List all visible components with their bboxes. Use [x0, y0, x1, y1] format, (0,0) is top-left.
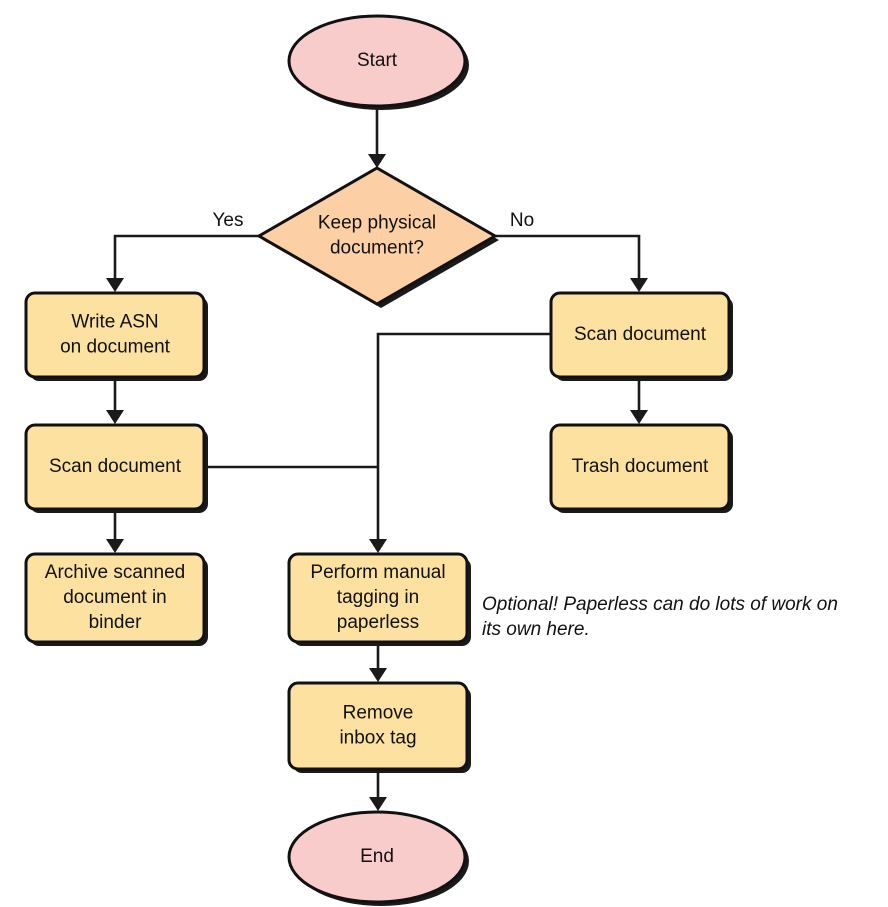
node-label-write-asn: Write ASN: [71, 312, 158, 333]
annotation-optional-note: Optional! Paperless can do lots of work …: [482, 594, 838, 615]
arrowhead-scan-left-to-archive: [106, 539, 124, 553]
flow-node-write-asn[interactable]: Write ASN on document: [24, 291, 206, 379]
node-label-archive-binder: document in: [63, 587, 167, 608]
node-shape-ellipse: [287, 810, 467, 904]
flow-node-manual-tagging[interactable]: Perform manual tagging in paperless: [287, 552, 469, 644]
node-label-archive-binder: binder: [89, 612, 142, 633]
node-shape-rect: [24, 423, 206, 511]
node-label-trash: Trash document: [572, 456, 709, 477]
node-label-archive-binder: Archive scanned: [45, 562, 185, 583]
arrowhead-scan-right-to-trash: [630, 410, 648, 424]
node-label-manual-tagging: tagging in: [337, 587, 419, 608]
flow-node-scan-left[interactable]: Scan document: [24, 423, 206, 511]
flow-node-trash[interactable]: Trash document: [549, 423, 731, 511]
edge-scan-right-to-tagging: [376, 332, 551, 547]
node-label-manual-tagging: Perform manual: [310, 562, 445, 583]
arrowhead-tagging-to-remove: [369, 668, 387, 682]
node-shape-rect: [24, 291, 206, 379]
node-label-manual-tagging: paperless: [337, 612, 419, 633]
flow-node-keep-physical[interactable]: Keep physical document?: [255, 166, 499, 306]
arrowhead-start-to-decision: [368, 154, 386, 168]
flow-node-scan-right[interactable]: Scan document: [549, 291, 731, 379]
arrowhead-decision-no: [630, 278, 648, 292]
edge-label-layer: Yes No: [213, 210, 535, 231]
flow-node-start[interactable]: Start: [287, 14, 467, 108]
arrowhead-decision-yes: [106, 278, 124, 292]
node-shape-rect: [287, 552, 469, 644]
node-shape-rect: [24, 552, 206, 644]
node-shape-rect: [549, 291, 731, 379]
annotation-layer: Optional! Paperless can do lots of work …: [482, 594, 838, 640]
node-shape-rect: [287, 681, 469, 771]
arrowhead-write-asn-to-scan: [106, 410, 124, 424]
edge-decision-no: [495, 234, 641, 286]
node-shape-ellipse: [287, 14, 467, 108]
flow-node-remove-inbox[interactable]: Remove inbox tag: [287, 681, 469, 771]
node-label-end: End: [360, 846, 394, 867]
flow-node-end[interactable]: End: [287, 810, 467, 904]
edge-label-decision-no: No: [510, 210, 534, 231]
arrowhead-remove-to-end: [369, 797, 387, 811]
node-label-start: Start: [357, 50, 398, 71]
node-label-write-asn: on document: [60, 337, 171, 358]
edge-layer: [106, 106, 648, 811]
node-shape-rect: [549, 423, 731, 511]
node-label-scan-right: Scan document: [574, 324, 707, 345]
node-label-remove-inbox: Remove: [343, 703, 414, 724]
node-label-remove-inbox: inbox tag: [339, 728, 416, 749]
node-label-keep-physical: Keep physical: [318, 213, 436, 234]
edge-label-decision-yes: Yes: [213, 210, 244, 231]
node-label-keep-physical: document?: [330, 238, 424, 259]
edge-decision-yes: [113, 234, 259, 286]
node-shape-diamond: [255, 166, 499, 306]
annotation-optional-note: its own here.: [482, 619, 590, 640]
node-label-scan-left: Scan document: [49, 456, 182, 477]
arrowhead-scan-right-to-tagging: [369, 539, 387, 553]
flow-node-archive-binder[interactable]: Archive scanned document in binder: [24, 552, 206, 644]
